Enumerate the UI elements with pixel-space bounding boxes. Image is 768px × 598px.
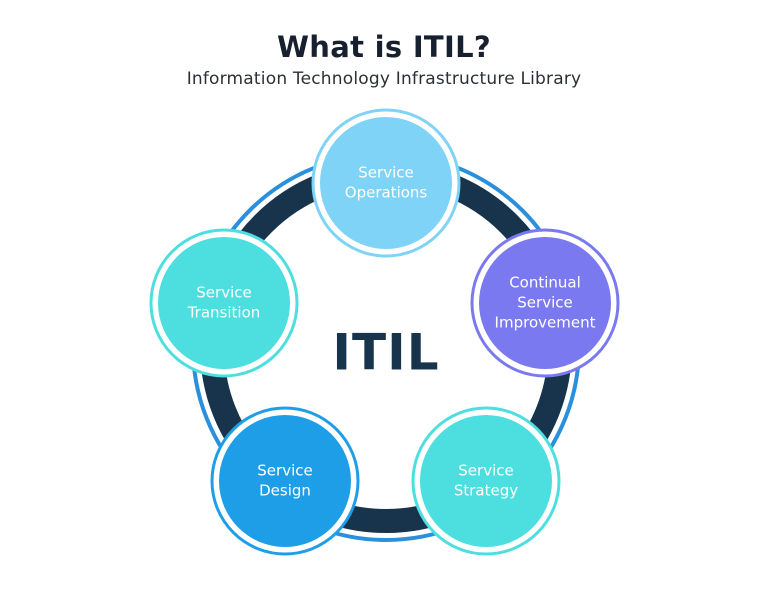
node-label-line: Strategy bbox=[454, 482, 518, 500]
node-label-line: Design bbox=[259, 482, 311, 500]
node-label-line: Operations bbox=[345, 184, 428, 202]
node-label-line: Service bbox=[358, 164, 413, 182]
page-subtitle: Information Technology Infrastructure Li… bbox=[186, 69, 582, 89]
node-label-line: Service bbox=[517, 294, 572, 312]
node-fill bbox=[420, 415, 552, 547]
node-fill bbox=[158, 237, 290, 369]
center-label: ITIL bbox=[332, 324, 439, 382]
node-fill bbox=[479, 237, 611, 369]
node-label-line: Improvement bbox=[495, 314, 596, 332]
node-label-line: Continual bbox=[509, 274, 581, 292]
node-fill bbox=[219, 415, 351, 547]
node-label-line: Service bbox=[458, 462, 513, 480]
node-label-line: Service bbox=[257, 462, 312, 480]
node-label-line: Service bbox=[196, 284, 251, 302]
nodes-layer: ServiceOperationsContinualServiceImprove… bbox=[149, 108, 620, 556]
node-label-line: Transition bbox=[187, 304, 261, 322]
node-fill bbox=[320, 117, 452, 249]
page-title: What is ITIL? bbox=[276, 30, 492, 64]
